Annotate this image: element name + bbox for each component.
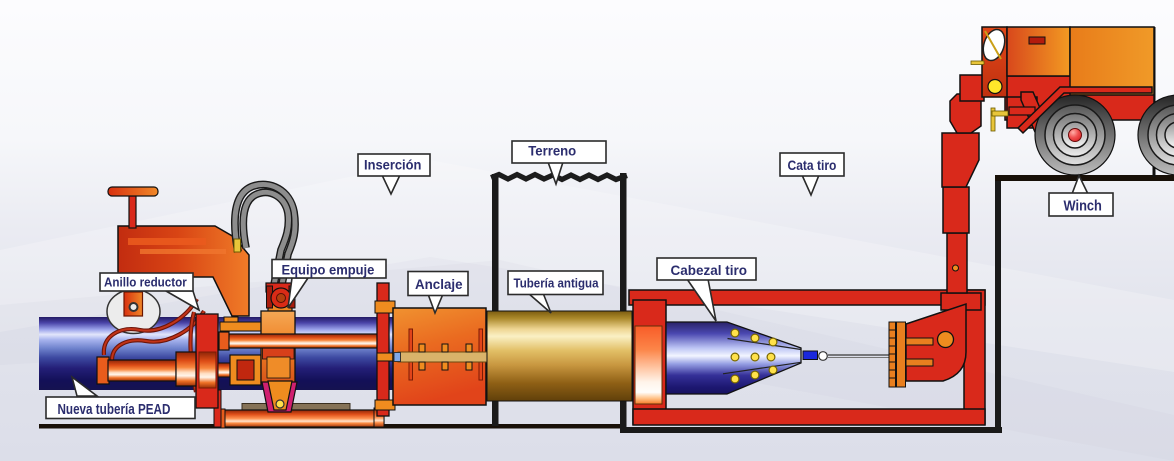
svg-text:Inserción: Inserción bbox=[364, 157, 421, 172]
svg-text:Terreno: Terreno bbox=[528, 143, 576, 158]
svg-text:Equipo empuje: Equipo empuje bbox=[282, 262, 375, 277]
svg-text:Cabezal tiro: Cabezal tiro bbox=[671, 263, 748, 278]
svg-text:Anillo reductor: Anillo reductor bbox=[104, 275, 187, 290]
svg-text:Anclaje: Anclaje bbox=[415, 277, 463, 292]
svg-text:Cata tiro: Cata tiro bbox=[788, 158, 837, 174]
svg-text:Winch: Winch bbox=[1064, 197, 1102, 214]
svg-text:Nueva tubería PEAD: Nueva tubería PEAD bbox=[58, 401, 171, 418]
svg-text:Tubería antigua: Tubería antigua bbox=[514, 276, 599, 291]
